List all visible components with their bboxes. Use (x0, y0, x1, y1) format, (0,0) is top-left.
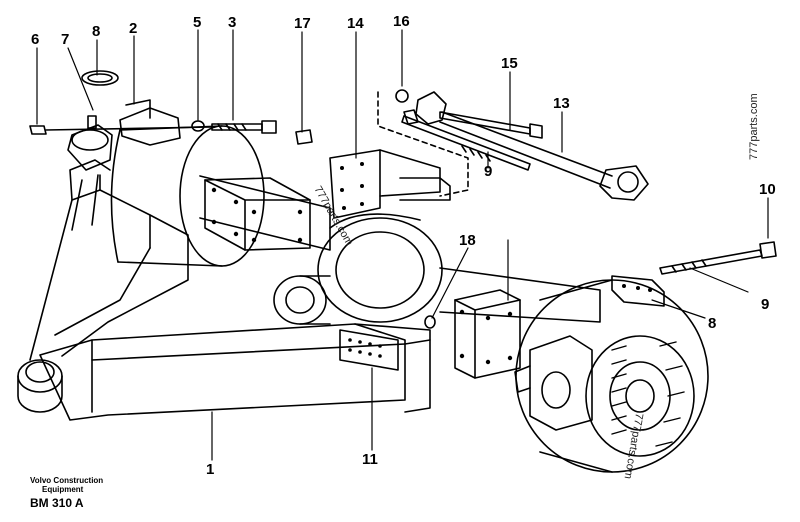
callout-10: 10 (759, 181, 776, 198)
torque-rod-assembly (295, 89, 649, 219)
axle-support-beam (17, 159, 431, 421)
right-fasteners (611, 241, 777, 307)
callout-7: 8 (92, 23, 101, 40)
axle-housing (110, 125, 601, 379)
leader-lines (36, 29, 769, 461)
drawing-code: BM 310 A (30, 496, 84, 511)
callout-9-upper: 9 (484, 163, 493, 180)
brake-disc-hub (514, 279, 709, 473)
publisher-line-2: Equipment (42, 485, 84, 495)
callout-1: 1 (206, 461, 215, 478)
callout-9-lower: 9 (761, 296, 770, 313)
watermark-right: 777parts.com (748, 93, 760, 160)
callout-14: 15 (501, 55, 518, 72)
publisher-line-1: Volvo Construction (30, 476, 104, 485)
publisher-credit: Volvo Construction Equipment BM 310 A (30, 476, 103, 511)
callout-15: 16 (393, 13, 410, 30)
callout-17: 18 (459, 232, 476, 249)
callout-2: 2 (129, 20, 138, 37)
upper-pivot-assembly (29, 70, 277, 231)
callout-16: 17 (294, 15, 311, 32)
callout-11: 11 (362, 451, 378, 468)
callout-4: 6 (31, 31, 40, 48)
callout-3: 3 (228, 14, 237, 31)
callout-5: 5 (193, 14, 202, 31)
callout-6: 7 (61, 31, 70, 48)
callout-12: 13 (553, 95, 570, 112)
callout-8: 8 (708, 315, 717, 332)
callout-13: 14 (347, 15, 364, 32)
